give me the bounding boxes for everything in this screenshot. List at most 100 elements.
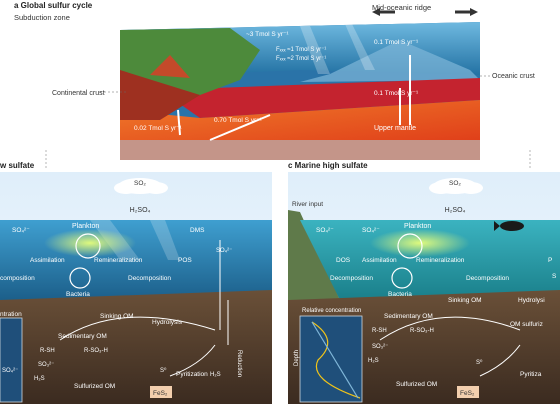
s0-label: S⁰ bbox=[160, 367, 167, 374]
sulfurized-om-label: Sulfurized OM bbox=[74, 383, 115, 390]
panel-b-heading: w sulfate bbox=[0, 161, 35, 170]
plankton-label: Plankton bbox=[404, 223, 431, 230]
so3-label: SO₃²⁻ bbox=[38, 362, 54, 368]
bacteria-label: Bacteria bbox=[66, 291, 90, 298]
plankton-label: Plankton bbox=[72, 223, 99, 230]
fes2-box bbox=[150, 386, 172, 398]
so4-side-label: SO₄²⁻ bbox=[2, 368, 18, 374]
rso3h-label: R-SO₃-H bbox=[84, 348, 108, 354]
assimilation-label: Assimilation bbox=[30, 257, 65, 264]
hydrolysis-label: Hydrolysis bbox=[152, 319, 183, 326]
fes2-box bbox=[457, 386, 479, 398]
plankton-bloom bbox=[370, 229, 470, 257]
h2s-label: H₂S bbox=[368, 358, 379, 364]
om-sulfurization-label: OM sulfuriz bbox=[510, 321, 543, 328]
remineralization-label: Remineralization bbox=[94, 257, 143, 264]
sinking-om-arrow bbox=[59, 316, 216, 341]
continental-crust-label: Continental crust bbox=[52, 90, 105, 97]
panel-b: w sulfate SO₂ H₂SO₄ SO₄²⁻ Plankton DMS bbox=[0, 161, 272, 404]
so3-label: SO₃²⁻ bbox=[372, 344, 388, 350]
flux-out: Fₓₓₓ ≈2 Tmol S yr⁻¹ bbox=[276, 56, 326, 62]
sedimentary-om-label: Sedimentary OM bbox=[384, 313, 433, 320]
decomposition-left: Decomposition bbox=[330, 275, 373, 282]
ridge bbox=[300, 40, 480, 82]
upper-mantle-label: Upper mantle bbox=[374, 125, 416, 132]
light-ray bbox=[150, 220, 180, 260]
s0-label: S⁰ bbox=[476, 359, 483, 366]
fes2-label: FeS₂ bbox=[460, 390, 475, 397]
hydrolysis-label: Hydrolysi bbox=[518, 297, 545, 304]
decomposition-left: composition bbox=[0, 275, 35, 282]
bacteria-label: Bacteria bbox=[388, 291, 412, 298]
weathering-label: Weathering bbox=[232, 8, 268, 15]
ridge-flux-top: 0.1 Tmol S yr⁻¹ bbox=[374, 39, 419, 46]
subduction-flux: 0.70 Tmol S yr⁻¹ bbox=[214, 117, 263, 124]
so4-surface: SO₄²⁻ bbox=[12, 227, 30, 234]
pyritization-arrow bbox=[479, 344, 521, 377]
cloud-icon bbox=[114, 178, 168, 194]
so4-air: SO₂ bbox=[449, 180, 461, 187]
so4-left: SO₄²⁻ bbox=[316, 227, 334, 234]
cloud-icon bbox=[429, 178, 483, 194]
decomposition-cycle-icon bbox=[391, 267, 413, 289]
pyritization-label: Pyritization bbox=[176, 371, 208, 378]
fes2-label: FeS₂ bbox=[153, 390, 168, 397]
panel-c-heading: c Marine high sulfate bbox=[288, 161, 368, 170]
assimilation-cycle-icon bbox=[75, 233, 101, 259]
decomposition-right: Decomposition bbox=[466, 275, 509, 282]
panel-a: a Global sulfur cycle Subduction zone Mi… bbox=[14, 1, 535, 160]
so4-air: SO₂ bbox=[134, 180, 146, 187]
sedimentary-om-label: Sedimentary OM bbox=[58, 333, 107, 340]
inset-curve-b bbox=[311, 321, 359, 399]
block-base bbox=[120, 140, 480, 160]
volcano bbox=[150, 55, 190, 78]
panel-c-water bbox=[300, 220, 560, 300]
relative-concentration-label: Relative concentration bbox=[302, 308, 361, 314]
panel-c: c Marine high sulfate River input bbox=[288, 161, 560, 404]
marine-animal-icon bbox=[494, 221, 524, 231]
sinking-om-label: Sinking OM bbox=[448, 297, 482, 304]
light-ray bbox=[300, 26, 330, 74]
rsh-label: R-SH bbox=[372, 328, 387, 334]
dos-label: DOS bbox=[336, 257, 351, 264]
sinking-om-label: Sinking OM bbox=[100, 313, 134, 320]
ridge-flux-mid: 0.1 Tmol S yr⁻¹ bbox=[374, 90, 419, 97]
panel-a-heading: a Global sulfur cycle bbox=[14, 1, 93, 10]
pyritization-arrow bbox=[169, 344, 216, 377]
assimilation-cycle-icon bbox=[397, 233, 423, 259]
h2s-label: H₂S bbox=[34, 376, 45, 382]
subduction-arrow bbox=[209, 114, 271, 141]
assimilation-label: Assimilation bbox=[362, 257, 397, 264]
river-input-label: River input bbox=[292, 201, 323, 208]
arc-arrow bbox=[177, 109, 181, 136]
pyritization-label: Pyritiza bbox=[520, 371, 542, 378]
sinking-om-arrow bbox=[379, 316, 521, 341]
h2s-right-label: H₂S bbox=[210, 372, 221, 378]
decomposition-right: Decomposition bbox=[128, 275, 171, 282]
coastal-land bbox=[288, 210, 340, 300]
so4-water: SO₄²⁻ bbox=[216, 248, 232, 254]
so4-mid: SO₄²⁻ bbox=[362, 227, 380, 234]
remineralization-label: Remineralization bbox=[416, 257, 465, 264]
arrow-head-left-icon bbox=[372, 8, 380, 16]
sulfurized-om-label: Sulfurized OM bbox=[396, 381, 437, 388]
dms-label: DMS bbox=[190, 227, 205, 234]
rso3h-label: R-SO₃-H bbox=[410, 328, 434, 334]
depth-label: Depth bbox=[294, 350, 300, 366]
subduction-zone-label: Subduction zone bbox=[14, 13, 70, 22]
reduction-label: Reduction bbox=[236, 350, 242, 377]
arc-flux: 0.02 Tmol S yr⁻¹ bbox=[134, 125, 183, 132]
concentration-inset bbox=[0, 317, 23, 403]
oceanic-crust-label: Oceanic crust bbox=[492, 73, 535, 80]
rsh-label: R-SH bbox=[40, 348, 55, 354]
pos-label: POS bbox=[178, 257, 192, 264]
mid-oceanic-ridge-label: Mid-oceanic ridge bbox=[372, 3, 431, 12]
plankton-bloom bbox=[44, 229, 136, 257]
relative-concentration-inset bbox=[299, 315, 363, 403]
upper-mantle-block bbox=[120, 100, 480, 140]
panel-b-sediment bbox=[0, 290, 272, 404]
light-ray bbox=[345, 24, 375, 70]
decomposition-cycle-icon bbox=[69, 267, 91, 289]
h2so4: H₂SO₄ bbox=[130, 207, 151, 214]
